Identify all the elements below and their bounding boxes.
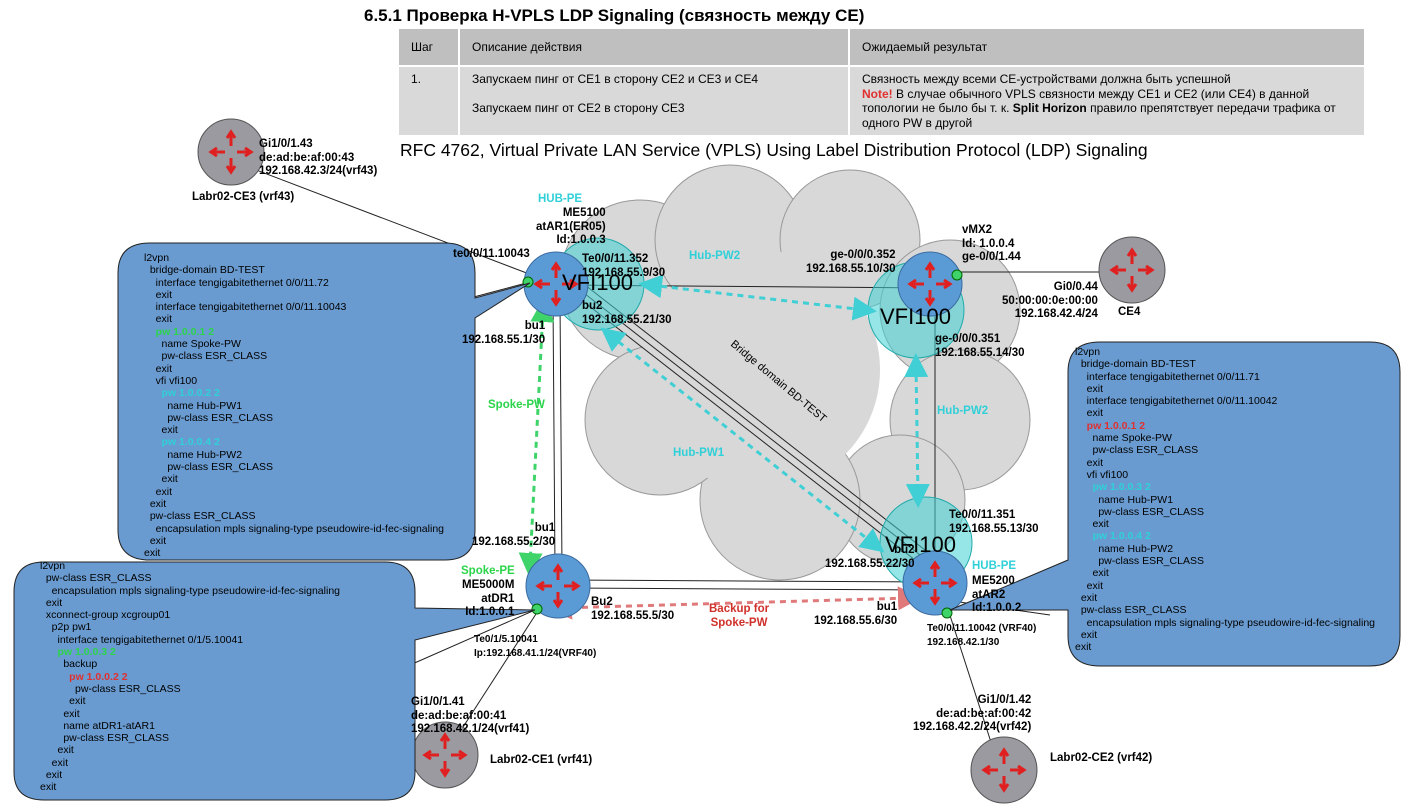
cfg-ar2-pw-spoke: pw 1.0.0.1 2: [1075, 419, 1146, 432]
dr1-bu2: Bu2 192.168.55.5/30: [591, 596, 675, 622]
cfg-dr1-pw-primary: pw 1.0.0.3 2: [40, 646, 116, 659]
router-ce3: [197, 118, 265, 186]
router-vmx2: [897, 251, 963, 317]
table-row: 1. Запускаем пинг от CE1 в сторону CE2 и…: [399, 65, 1366, 135]
cfg-ar1-block-1: l2vpn bridge-domain BD-TEST interface te…: [144, 252, 347, 326]
cfg-ar2-block-4: name Hub-PW2 pw-class ESR_CLASS exit exi…: [1075, 542, 1375, 654]
ar2-info: ME5200 atAR2 Id:1.0.0.2: [972, 575, 1022, 614]
dr1-role: Spoke-PE: [461, 565, 515, 577]
ar2-bu1: bu1 192.168.55.6/30: [814, 601, 898, 627]
ar1-te-link: Te0/0/11.352 192.168.55.9/30: [582, 253, 666, 279]
vfi-label-ar2: VFI100: [885, 532, 956, 557]
cfg-ar1-block-2: name Spoke-PW pw-class ESR_CLASS exit vf…: [155, 338, 268, 387]
ce2-info: Gi1/0/1.42 de:ad:be:af:00:42 192.168.42.…: [913, 694, 1032, 733]
page-title: 6.5.1 Проверка H-VPLS LDP Signaling (свя…: [364, 6, 865, 25]
cfg-ar1-block-3: name Hub-PW1 pw-class ESR_CLASS exit: [161, 399, 273, 437]
hub-pw1-label: Hub-PW1: [673, 447, 725, 459]
cfg-dr1-block-1: l2vpn pw-class ESR_CLASS encapsulation m…: [40, 560, 340, 646]
port-dot: [941, 607, 953, 619]
vmx2-info: vMX2 Id: 1.0.0.4 ge-0/0/1.44: [962, 224, 1021, 263]
note-label: Note!: [862, 86, 893, 101]
header-action: Описание действия: [459, 29, 850, 66]
ar1-role: HUB-PE: [538, 193, 583, 205]
ce2-name: Labr02-CE2 (vrf42): [1050, 752, 1153, 764]
hub-pw2-label-right: Hub-PW2: [937, 405, 989, 417]
cfg-ar2-block-1: l2vpn bridge-domain BD-TEST interface te…: [1075, 346, 1278, 420]
ce1-info: Gi1/0/1.41 de:ad:be:af:00:41 192.168.42.…: [411, 696, 530, 735]
config-dr1: l2vpn pw-class ESR_CLASS encapsulation m…: [40, 560, 340, 794]
action-line-1: Запускаем пинг от CE1 в сторону CE2 и CE…: [472, 72, 759, 86]
ar1-bu2: bu2 192.168.55.21/30: [582, 300, 672, 326]
step-number: 1.: [399, 65, 460, 135]
split-horizon-text: Split Horizon: [1012, 101, 1087, 115]
dr1-port: Te0/1/5.10041 Ip:192.168.41.1/24(VRF40): [474, 634, 597, 659]
cfg-ar1-pw-hub1: pw 1.0.0.2 2: [144, 387, 220, 400]
cfg-ar1-block-4: name Hub-PW2 pw-class ESR_CLASS exit exi…: [144, 448, 444, 560]
note-text: В случае обычного VPLS связности между C…: [862, 86, 1310, 116]
result-line-1: Связность между всеми CE-устройствами до…: [862, 72, 1231, 86]
ce4-info: Gi0/0.44 50:00:00:0e:00:00 192.168.42.4/…: [1002, 281, 1098, 320]
cfg-ar2-pw-hub1: pw 1.0.0.3 2: [1075, 481, 1151, 494]
router-dr1: [525, 553, 591, 619]
table-header-row: Шаг Описание действия Ожидаемый результа…: [399, 29, 1366, 66]
vfi-label-ar1: VFI100: [562, 270, 633, 295]
steps-table: Шаг Описание действия Ожидаемый результа…: [399, 29, 1366, 135]
ce4-name: CE4: [1118, 306, 1141, 318]
ar2-role: HUB-PE: [972, 560, 1017, 572]
router-ce4: [1098, 236, 1166, 304]
result-note: Note! В случае обычного VPLS связности м…: [862, 87, 1352, 131]
vmx2-ge351: ge-0/0/0.351 192.168.55.14/30: [935, 333, 1025, 359]
cfg-dr1-block-3: pw-class ESR_CLASS exit exit name atDR1-…: [40, 682, 181, 794]
backup-pw-line: [548, 586, 922, 620]
dr1-bu1: bu1 192.168.55.2/30: [472, 522, 556, 548]
note-text-end: правило препятствует передачи трафика от…: [862, 101, 1336, 130]
ar2-bu2: bu2 192.168.55.22/30: [825, 544, 915, 570]
backup-label: Backup for Spoke-PW: [709, 603, 770, 629]
router-ce2: [970, 736, 1038, 804]
ar1-te-port: te0/0/11.10043: [453, 248, 530, 260]
ar1-bu1: bu1 192.168.55.1/30: [462, 320, 546, 346]
cfg-ar1-pw-spoke: pw 1.0.0.1 2: [144, 325, 215, 338]
spoke-pw-line: [518, 298, 555, 577]
config-callout-ar1: [117, 242, 531, 561]
header-step: Шаг: [399, 29, 460, 66]
cfg-ar2-pw-hub2: pw 1.0.0.4 2: [1075, 530, 1151, 543]
port-dot: [951, 269, 963, 281]
action-line-2: Запускаем пинг от CE2 в сторону CE3: [472, 100, 685, 115]
hub-pw2-label-top: Hub-PW2: [689, 250, 741, 262]
cfg-ar2-block-3: name Hub-PW1 pw-class ESR_CLASS exit: [1092, 493, 1204, 531]
ar2-te-link: Te0/0/11.351 192.168.55.13/30: [949, 509, 1039, 535]
hub-pw1-line: [600, 327, 885, 553]
vfi-label-vmx2: VFI100: [880, 304, 951, 329]
dr1-info: ME5000M atDR1 Id:1.0.0.1: [462, 579, 515, 618]
ce3-name: Labr02-CE3 (vrf43): [192, 191, 295, 203]
router-ar2: [902, 550, 968, 616]
spoke-pw-label: Spoke-PW: [488, 399, 545, 411]
step-result: Связность между всеми CE-устройствами до…: [849, 65, 1366, 135]
config-ar2: l2vpn bridge-domain BD-TEST interface te…: [1075, 346, 1375, 653]
cfg-ar1-pw-hub2: pw 1.0.0.4 2: [144, 436, 220, 449]
vmx2-ge352: ge-0/0/0.352 192.168.55.10/30: [806, 249, 896, 275]
ce1-name: Labr02-CE1 (vrf41): [490, 754, 593, 766]
config-callout-ar2: [949, 341, 1401, 667]
ar2-port: Te0/0/11.10042 (VRF40) 192.168.42.1/30: [927, 623, 1037, 648]
config-ar1: l2vpn bridge-domain BD-TEST interface te…: [144, 252, 444, 559]
config-callout-dr1: [13, 561, 536, 801]
cfg-ar2-block-2: name Spoke-PW pw-class ESR_CLASS exit vf…: [1086, 432, 1199, 481]
header-result: Ожидаемый результат: [849, 29, 1366, 66]
rfc-caption: RFC 4762, Virtual Private LAN Service (V…: [400, 140, 1148, 160]
cfg-dr1-block-2: backup: [40, 658, 98, 671]
cfg-dr1-pw-backup: pw 1.0.0.2 2: [40, 670, 128, 683]
port-dot: [531, 603, 543, 615]
step-action: Запускаем пинг от CE1 в сторону CE2 и CE…: [459, 65, 850, 135]
hub-pw2-line-top: [638, 274, 877, 321]
ar1-info: ME5100 atAR1(ER05) Id:1.0.0.3: [536, 207, 606, 246]
ce3-info: Gi1/0/1.43 de:ad:be:af:00:43 192.168.42.…: [259, 138, 378, 177]
